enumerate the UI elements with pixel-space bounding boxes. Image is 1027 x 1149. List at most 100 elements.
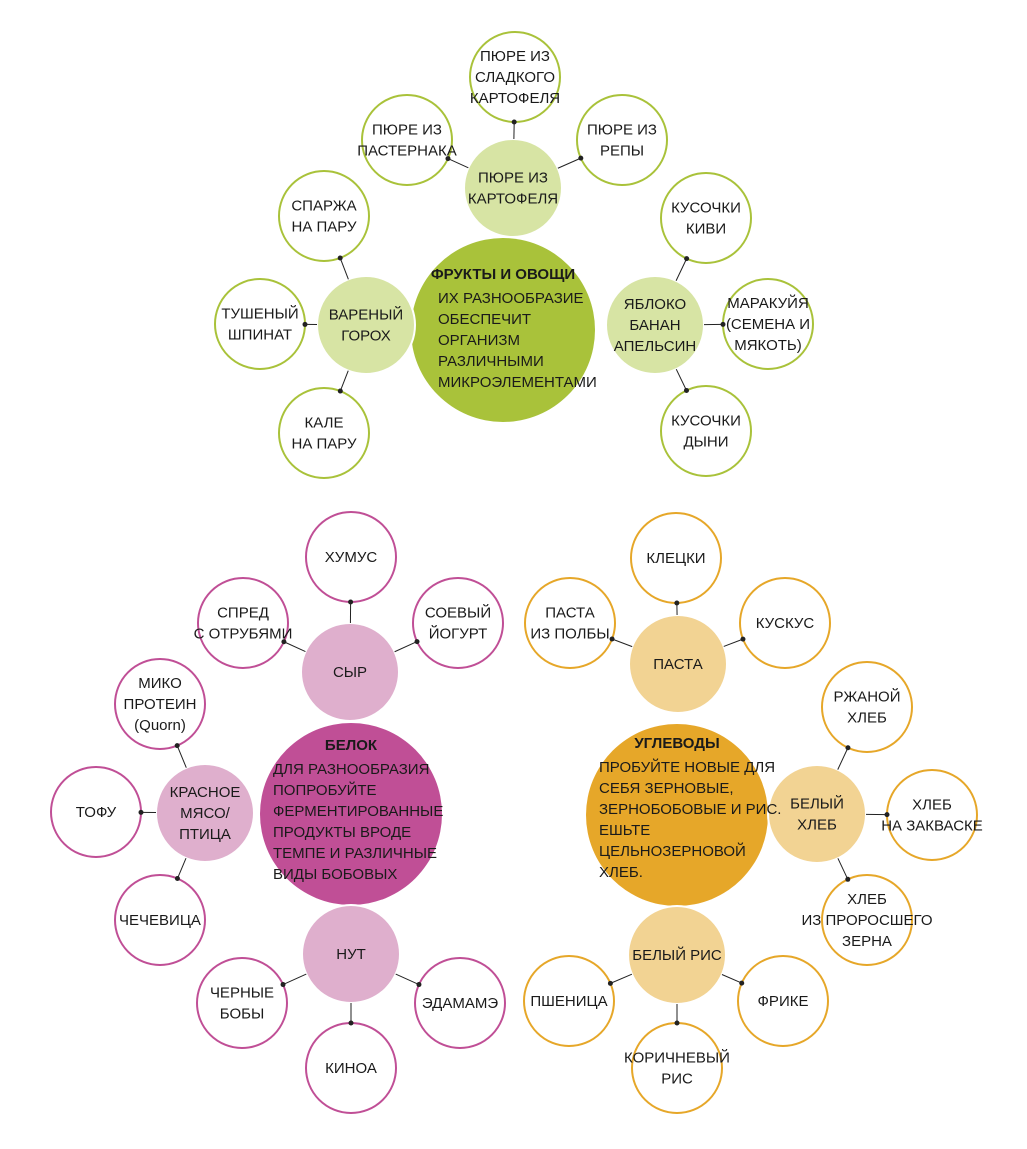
fruits-potato-parsnip-label-line: ПЮРЕ ИЗ — [372, 122, 442, 139]
carbs-pasta-label: ПАСТА — [653, 656, 702, 673]
fruits-fruit-circle — [605, 275, 705, 375]
fruits-peas-circle — [316, 275, 416, 375]
fruits-fruit-melon-circle — [660, 385, 752, 477]
carbs-pasta-couscous-label-line: КУСКУС — [756, 615, 815, 632]
carbs-bread-sourdough-label-line: НА ЗАКВАСКЕ — [881, 818, 983, 835]
protein-group — [50, 511, 506, 1114]
carbs-description-line: ХЛЕБ. — [599, 864, 643, 881]
protein-chickpea-label: НУТ — [336, 946, 366, 963]
protein-chickpea-quinoa-label-line: КИНОА — [325, 1060, 377, 1077]
protein-meat-lentil-circle — [114, 874, 206, 966]
fruits-description-line: ОБЕСПЕЧИТ — [438, 311, 531, 328]
carbs-pasta-spelt-label-line: ИЗ ПОЛБЫ — [530, 626, 609, 643]
carbs-pasta-dumplings-connector-dot — [674, 600, 680, 606]
carbs-bread-rye-connector-dot — [845, 745, 851, 751]
protein-meat-lentil-label: ЧЕЧЕВИЦА — [119, 912, 201, 929]
carbs-rice-wheat-connector-dot — [607, 980, 613, 986]
fruits-peas-kale-circle — [278, 387, 370, 479]
carbs-bread-label-line: ХЛЕБ — [797, 817, 837, 834]
carbs-description-line: ЗЕРНОБОБОВЫЕ И РИС. — [599, 801, 781, 818]
protein-cheese-soy-circle — [412, 577, 504, 669]
protein-chickpea-blackbeans-connector — [282, 973, 307, 986]
carbs-bread-rye-label-line: ХЛЕБ — [847, 710, 887, 727]
carbs-pasta-spelt-connector-dot — [609, 636, 615, 642]
fruits-potato-label-line: КАРТОФЕЛЯ — [468, 191, 558, 208]
carbs-rice-label: БЕЛЫЙ РИС — [632, 946, 722, 964]
protein-cheese-spread-circle — [197, 577, 289, 669]
protein-chickpea-quinoa-label: КИНОА — [325, 1060, 377, 1077]
carbs-rice-wheat-circle — [523, 955, 615, 1047]
protein-meat-lentil-connector — [176, 857, 187, 879]
carbs-pasta-spelt-circle — [524, 577, 616, 669]
fruits-fruit-passion-label-line: (СЕМЕНА И — [726, 316, 810, 333]
protein-cheese-spread-connector — [283, 641, 306, 653]
carbs-bread-rye-connector — [837, 747, 849, 770]
fruits-peas-spinach-label-line: ТУШЕНЫЙ — [221, 305, 298, 323]
carbs-pasta-dumplings-label-line: КЛЕЦКИ — [646, 550, 705, 567]
protein-cheese-spread-connector-dot — [281, 639, 287, 645]
fruits-group — [214, 31, 814, 479]
carbs-bread-sourdough-circle — [886, 769, 978, 861]
fruits-fruit-melon-label-line: ДЫНИ — [683, 434, 728, 451]
fruits-peas-kale-connector — [339, 370, 349, 392]
protein-meat-myco-connector — [176, 745, 187, 768]
fruits-fruit-kiwi-circle — [660, 172, 752, 264]
protein-cheese-spread-label-line: С ОТРУБЯМИ — [194, 626, 293, 643]
fruits-description-line: ОРГАНИЗМ — [438, 332, 520, 349]
protein-chickpea-blackbeans-label-line: БОБЫ — [220, 1006, 264, 1023]
fruits-peas-label-line: ВАРЕНЫЙ — [329, 306, 403, 324]
carbs-bread-sprouted-circle — [821, 874, 913, 966]
fruits-fruit-kiwi-label-line: КИВИ — [686, 221, 726, 238]
carbs-rice-freekeh-circle — [737, 955, 829, 1047]
protein-meat-myco-label-line: ПРОТЕИН — [124, 696, 197, 713]
fruits-fruit-kiwi-connector-dot — [684, 256, 690, 262]
carbs-bread-circle — [767, 764, 867, 864]
protein-chickpea-edamame-label: ЭДАМАМЭ — [422, 995, 498, 1012]
carbs-pasta-couscous-circle — [739, 577, 831, 669]
carbs-bread-rye-label: РЖАНОЙ ХЛЕБ — [834, 688, 901, 727]
carbs-rice-label-line: БЕЛЫЙ РИС — [632, 946, 722, 964]
fruits-peas-spinach-label-line: ШПИНАТ — [228, 327, 292, 344]
carbs-pasta-label-line: ПАСТА — [653, 656, 702, 673]
carbs-rice-freekeh-label: ФРИКЕ — [758, 993, 809, 1010]
fruits-description-line: МИКРОЭЛЕМЕНТАМИ — [438, 374, 597, 391]
carbs-bread-rye-label-line: РЖАНОЙ — [834, 688, 901, 706]
protein-chickpea-edamame-connector — [395, 973, 420, 986]
fruits-potato-sweet-label-line: СЛАДКОГО — [475, 69, 555, 86]
carbs-rice-wheat-label: ПШЕНИЦА — [530, 993, 607, 1010]
carbs-bread-sprouted-label-line: ХЛЕБ — [847, 891, 887, 908]
carbs-rice-freekeh-label-line: ФРИКЕ — [758, 993, 809, 1010]
fruits-potato-turnip-label-line: РЕПЫ — [600, 143, 644, 160]
protein-description-line: ТЕМПЕ И РАЗЛИЧНЫЕ — [273, 845, 437, 862]
fruits-fruit-passion-label-line: МЯКОТЬ) — [734, 337, 802, 354]
fruits-peas-asparagus-label-line: СПАРЖА — [291, 198, 356, 215]
fruits-potato-turnip-circle — [576, 94, 668, 186]
fruits-potato-turnip-label: ПЮРЕ ИЗ РЕПЫ — [587, 122, 657, 160]
fruits-potato-parsnip-connector-dot — [445, 156, 451, 162]
carbs-bread-sourdough-label-line: ХЛЕБ — [912, 797, 952, 814]
carbs-bread-label-line: БЕЛЫЙ — [790, 795, 844, 813]
fruits-peas-asparagus-label-line: НА ПАРУ — [292, 219, 357, 236]
protein-description-line: ВИДЫ БОБОВЫХ — [273, 866, 397, 883]
fruits-fruit-label-line: ЯБЛОКО — [624, 296, 686, 313]
fruits-description-line: РАЗЛИЧНЫМИ — [438, 353, 544, 370]
fruits-fruit-melon-label-line: КУСОЧКИ — [671, 413, 741, 430]
carbs-description-line: ЦЕЛЬНОЗЕРНОВОЙ — [599, 842, 746, 860]
carbs-rice-brown-connector-dot — [674, 1020, 680, 1026]
protein-chickpea-edamame-label-line: ЭДАМАМЭ — [422, 995, 498, 1012]
fruits-peas-asparagus-connector-dot — [337, 255, 343, 261]
protein-meat-tofu-connector-dot — [138, 809, 144, 815]
fruits-fruit-label-line: БАНАН — [629, 317, 680, 334]
fruits-potato-turnip-label-line: ПЮРЕ ИЗ — [587, 122, 657, 139]
carbs-bread-sprouted-label-line: ИЗ ПРОРОСШЕГО — [801, 912, 932, 929]
carbs-rice-freekeh-connector — [721, 974, 742, 984]
carbs-pasta-circle — [628, 614, 728, 714]
protein-cheese-soy-connector — [394, 641, 418, 653]
